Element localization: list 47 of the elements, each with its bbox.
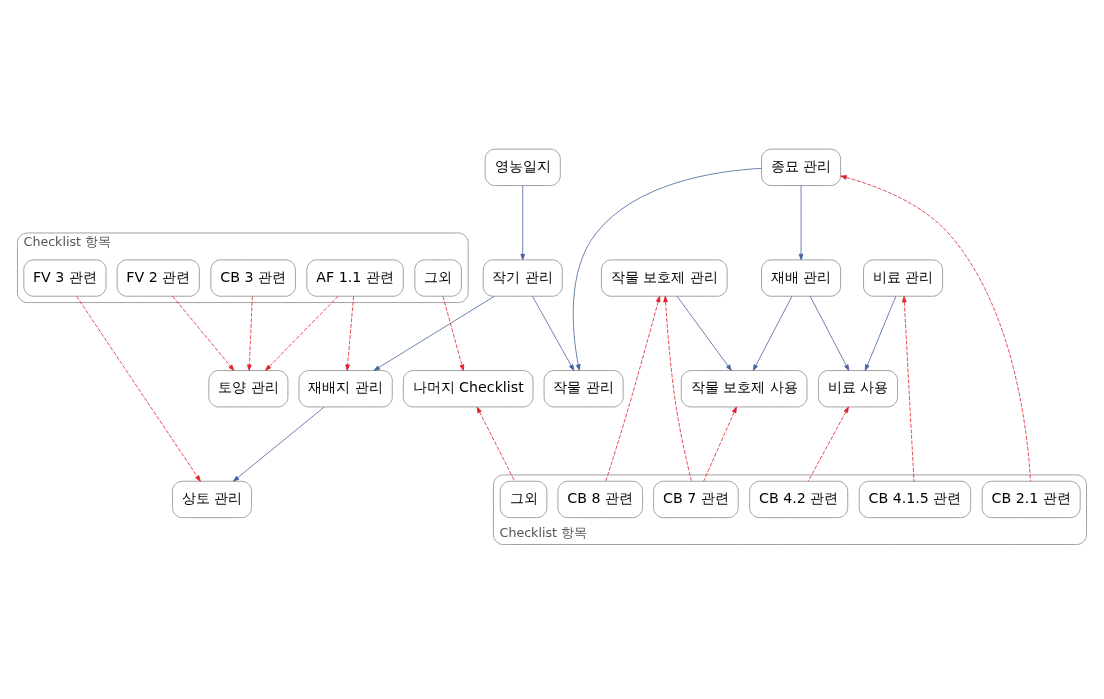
arrow bbox=[752, 295, 793, 371]
node-box: 그외 bbox=[499, 480, 548, 518]
arrow bbox=[676, 295, 732, 371]
arrow bbox=[247, 295, 253, 371]
node-box: CB 4.1.5 관련 bbox=[858, 480, 972, 518]
node-box: FV 3 관련 bbox=[23, 258, 107, 297]
arrow bbox=[442, 295, 465, 371]
node-box: CB 2.1 관련 bbox=[981, 480, 1081, 518]
node-box: 재배 관리 bbox=[761, 258, 841, 297]
arrow bbox=[809, 295, 850, 371]
node-box: 재배지 관리 bbox=[298, 369, 393, 407]
node-box: 종묘 관리 bbox=[761, 148, 841, 186]
node-box: CB 7 관련 bbox=[653, 480, 739, 518]
node-box: CB 3 관련 bbox=[210, 258, 296, 297]
arrow bbox=[605, 295, 661, 481]
node-box: 작기 관리 bbox=[482, 258, 563, 297]
node-box: 비료 사용 bbox=[818, 369, 898, 407]
node-box: AF 1.1 관련 bbox=[306, 258, 404, 297]
node-box: 작물 보호제 사용 bbox=[680, 369, 808, 407]
node-box: CB 8 관련 bbox=[557, 480, 643, 518]
arrow bbox=[520, 184, 526, 260]
arrow bbox=[864, 295, 897, 371]
arrow bbox=[345, 295, 354, 371]
node-box: 영농일지 bbox=[484, 148, 561, 186]
arrow bbox=[807, 406, 849, 482]
arrow bbox=[233, 406, 325, 482]
arrow bbox=[902, 295, 915, 482]
node-box: 그외 bbox=[414, 258, 462, 297]
arrow bbox=[265, 295, 339, 371]
node-box: 작물 관리 bbox=[543, 369, 624, 407]
node-box: 비료 관리 bbox=[863, 258, 943, 297]
node-box: 토양 관리 bbox=[208, 369, 289, 407]
arrow bbox=[572, 167, 762, 371]
arrow bbox=[373, 295, 495, 371]
node-box: CB 4.2 관련 bbox=[749, 480, 849, 518]
arrow bbox=[703, 406, 737, 482]
arrow bbox=[663, 295, 692, 482]
node-box: FV 2 관련 bbox=[116, 258, 200, 297]
arrow bbox=[76, 295, 201, 482]
node-box: 나머지 Checklist bbox=[402, 369, 534, 407]
node-box: 작물 보호제 관리 bbox=[601, 258, 728, 297]
arrow bbox=[532, 295, 575, 371]
arrow bbox=[476, 406, 516, 482]
arrow bbox=[172, 295, 235, 371]
node-box: 상토 관리 bbox=[172, 480, 252, 518]
arrow bbox=[798, 184, 804, 260]
arrow bbox=[840, 174, 1031, 481]
